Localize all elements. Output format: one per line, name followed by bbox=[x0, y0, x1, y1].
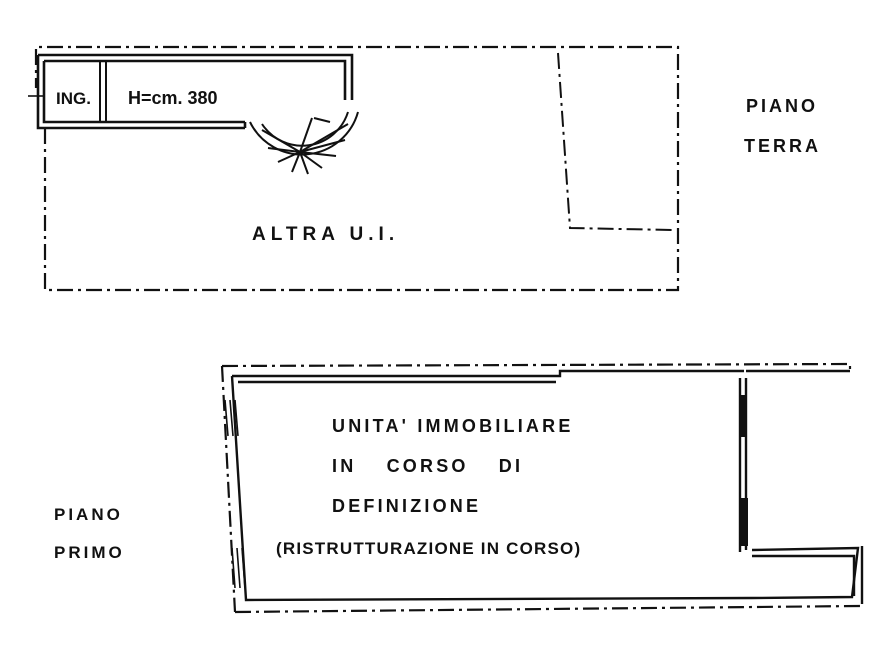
first-floor-title-line1: PIANO bbox=[54, 505, 123, 524]
ground-floor-title-line2: TERRA bbox=[744, 136, 821, 156]
first-floor-title-line2: PRIMO bbox=[54, 543, 125, 562]
unit-walls bbox=[230, 369, 864, 604]
spiral-staircase bbox=[249, 111, 359, 175]
unit-text-line4: (RISTRUTTURAZIONE IN CORSO) bbox=[276, 539, 581, 558]
entrance-label: ING. bbox=[56, 89, 91, 108]
ground-floor-title-line1: PIANO bbox=[746, 96, 818, 116]
other-unit-label: ALTRA U.I. bbox=[252, 224, 399, 245]
height-label: H=cm. 380 bbox=[128, 88, 218, 108]
unit-text-line1: UNITA' IMMOBILIARE bbox=[332, 416, 574, 436]
ground-floor-boundary bbox=[34, 45, 680, 292]
first-floor-plan bbox=[220, 362, 864, 614]
unit-text-line3: DEFINIZIONE bbox=[332, 496, 481, 516]
first-floor-boundary bbox=[221, 362, 852, 370]
window-marks bbox=[224, 399, 246, 589]
entrance-walls bbox=[28, 53, 354, 130]
unit-text-line2: IN CORSO DI bbox=[332, 456, 523, 476]
partition-thick-marks bbox=[739, 395, 748, 546]
ground-floor-plan bbox=[28, 45, 680, 292]
ground-floor-inner-area bbox=[557, 52, 673, 231]
